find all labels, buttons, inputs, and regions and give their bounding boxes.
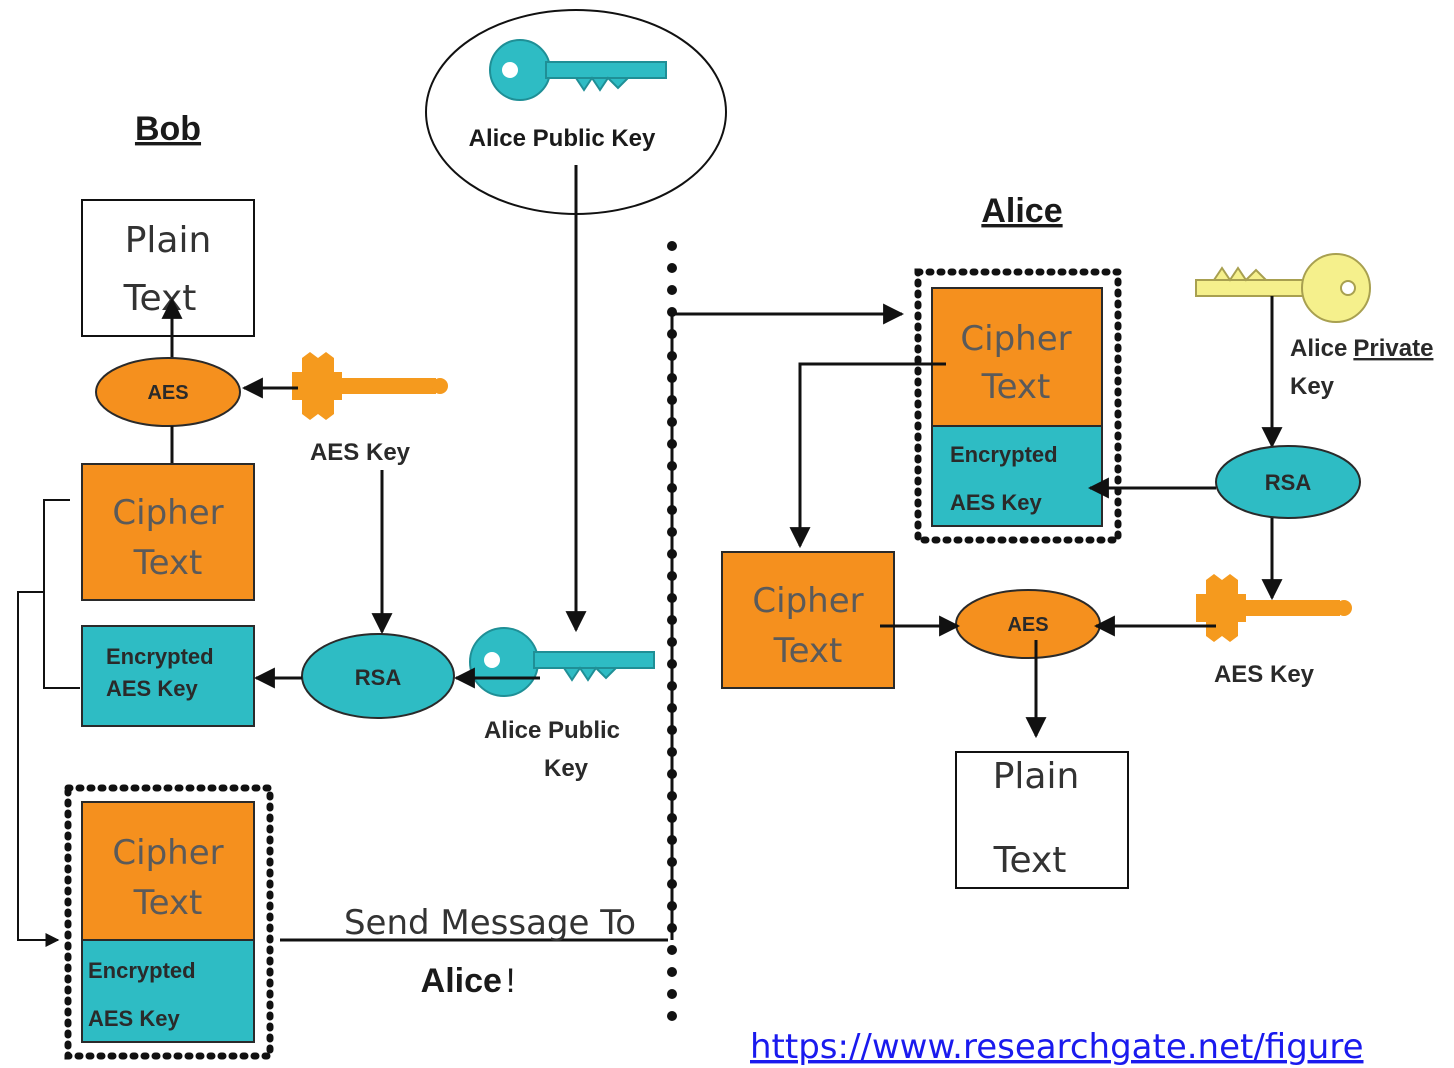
bob-rsa-oval: RSA — [301, 633, 455, 719]
alice-private-key-part1: Alice — [1290, 335, 1347, 362]
alice-pkg-enc-line2: AES Key — [950, 490, 1042, 515]
bob-alice-public-key-icon — [469, 627, 655, 697]
alice-cipher-line2: Text — [773, 631, 843, 671]
bob-enc-line2: AES Key — [106, 676, 198, 701]
alice-cipher-line1: Cipher — [752, 581, 863, 621]
source-url-link[interactable]: https://www.researchgate.net/figure — [750, 1027, 1364, 1067]
alice-private-key-part2: Private — [1353, 335, 1433, 362]
bob-encrypted-key-box: Encrypted AES Key — [81, 625, 255, 727]
bob-plain-line2: Text — [123, 278, 197, 319]
alice-private-key-label-2: Key — [1290, 373, 1335, 400]
alice-pkg-cipher-line1: Cipher — [960, 319, 1071, 359]
alice-plain-text-box: Plain Text — [955, 751, 1129, 889]
alice-title: Alice — [981, 192, 1062, 230]
send-message-exclaim: ! — [506, 962, 515, 1000]
send-message-label-2: Alice! — [421, 962, 516, 1000]
bob-aes-label: AES — [147, 382, 188, 404]
alice-private-key-icon — [1195, 253, 1371, 323]
send-message-label-1: Send Message To — [344, 903, 636, 943]
alice-aes-key-icon — [1196, 574, 1352, 642]
alice-plain-line2: Text — [993, 840, 1067, 881]
bob-title: Bob — [135, 110, 201, 148]
bob-alice-public-key-label-1: Alice Public — [484, 717, 620, 744]
bob-alice-public-key-label-2: Key — [544, 755, 589, 782]
alice-pkg-cipher-line2: Text — [981, 367, 1051, 407]
bob-pkg-enc-line1: Encrypted — [88, 958, 196, 983]
bob-bracket — [43, 499, 80, 689]
bob-bracket-to-package — [17, 591, 60, 947]
bob-aes-key-label: AES Key — [310, 439, 411, 466]
bob-aes-oval: AES — [95, 357, 241, 427]
bob-cipher-text-box: Cipher Text — [81, 463, 255, 601]
bob-pkg-cipher-line1: Cipher — [112, 833, 223, 873]
bob-pkg-cipher-line2: Text — [133, 883, 203, 923]
top-public-key-group: Alice Public Key — [425, 9, 727, 215]
pkg-cipher-to-cipher-arrow — [789, 362, 946, 549]
alice-aes-label: AES — [1007, 614, 1048, 636]
bob-enc-line1: Encrypted — [106, 644, 214, 669]
bob-cipher-line2: Text — [133, 543, 203, 583]
bob-package: Cipher Text Encrypted AES Key — [64, 784, 274, 1060]
alice-plain-line1: Plain — [993, 756, 1080, 797]
top-public-key-icon — [489, 39, 667, 101]
bob-rsa-label: RSA — [355, 665, 402, 690]
bob-pkg-enc-line2: AES Key — [88, 1006, 180, 1031]
alice-aes-oval: AES — [955, 589, 1101, 659]
alice-cipher-text-box: Cipher Text — [721, 551, 895, 689]
bob-plain-line1: Plain — [125, 220, 212, 261]
top-public-key-label: Alice Public Key — [469, 125, 656, 152]
bob-plain-text-box: Plain Text — [81, 199, 255, 337]
send-message-alice: Alice — [421, 962, 502, 1000]
alice-package: Cipher Text Encrypted AES Key — [914, 268, 1122, 544]
alice-rsa-label: RSA — [1265, 470, 1312, 495]
alice-aes-key-label: AES Key — [1214, 661, 1315, 688]
alice-rsa-oval: RSA — [1215, 445, 1361, 519]
alice-pkg-enc-line1: Encrypted — [950, 442, 1058, 467]
bob-cipher-line1: Cipher — [112, 493, 223, 533]
bob-aes-key-icon — [292, 352, 448, 420]
